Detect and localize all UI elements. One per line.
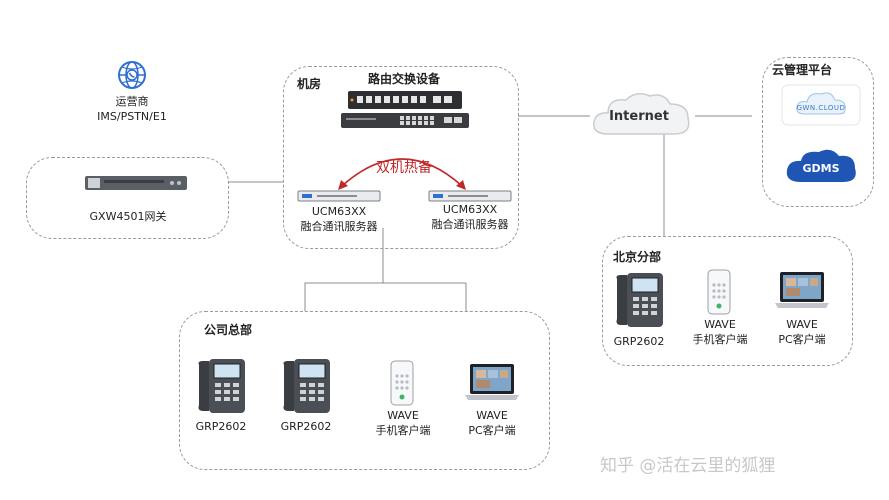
server-1-desc: 融合通讯服务器 bbox=[300, 220, 378, 233]
gateway-label: GXW4501网关 bbox=[89, 210, 167, 223]
router-device-icon bbox=[341, 113, 469, 128]
machine-room-zone bbox=[283, 66, 519, 249]
globe-telecom-icon bbox=[118, 61, 146, 89]
internet-label: Internet bbox=[609, 109, 669, 124]
server-1-model: UCM63XX bbox=[311, 205, 367, 218]
mobile-phone-icon bbox=[390, 360, 414, 406]
ip-phone-icon bbox=[283, 359, 330, 413]
server-2-model: UCM63XX bbox=[442, 203, 498, 216]
machine-room-title: 机房 bbox=[297, 77, 322, 91]
beijing-device-2-line2: 手机客户端 bbox=[692, 333, 748, 346]
gateway-zone bbox=[26, 157, 229, 239]
hot-standby-arc bbox=[341, 158, 463, 187]
gwn-cloud-logo-icon bbox=[781, 84, 861, 126]
ip-phone-icon bbox=[198, 359, 245, 413]
hq-zone bbox=[179, 311, 550, 470]
beijing-device-2-line1: WAVE bbox=[704, 318, 736, 331]
arc-arrow-right-icon bbox=[456, 180, 466, 190]
beijing-title: 北京分部 bbox=[613, 250, 662, 264]
cloud-platform-zone bbox=[762, 57, 874, 207]
hq-device-3-line2: 手机客户端 bbox=[375, 424, 431, 437]
hot-standby-label: 双机热备 bbox=[376, 160, 432, 176]
beijing-device-1-label: GRP2602 bbox=[613, 335, 665, 348]
switch-device-icon bbox=[348, 91, 462, 109]
gwn-cloud-logo-text: GWN.CLOUD bbox=[796, 104, 846, 112]
watermark: 知乎 @活在云里的狐狸 bbox=[600, 456, 776, 476]
beijing-device-3-line1: WAVE bbox=[786, 318, 818, 331]
laptop-icon bbox=[465, 364, 519, 400]
carrier-title: 运营商 bbox=[115, 95, 149, 108]
carrier-subtitle: IMS/PSTN/E1 bbox=[97, 110, 167, 123]
routing-label: 路由交换设备 bbox=[367, 72, 441, 86]
gdms-logo-icon bbox=[786, 149, 856, 182]
hq-device-3-line1: WAVE bbox=[387, 409, 419, 422]
beijing-device-3-line2: PC客户端 bbox=[778, 333, 826, 346]
beijing-zone bbox=[602, 236, 853, 366]
cloud-platform-title: 云管理平台 bbox=[772, 63, 833, 77]
hq-device-1-label: GRP2602 bbox=[195, 420, 247, 433]
hq-device-4-line1: WAVE bbox=[476, 409, 508, 422]
hq-device-4-line2: PC客户端 bbox=[468, 424, 516, 437]
server-2-desc: 融合通讯服务器 bbox=[431, 218, 509, 231]
ucm-server-icon bbox=[428, 190, 512, 202]
hq-title: 公司总部 bbox=[204, 323, 253, 337]
line-room-hq bbox=[304, 228, 384, 311]
gdms-logo-text: GDMS bbox=[802, 162, 840, 175]
arc-arrow-left-icon bbox=[338, 180, 348, 190]
internet-cloud-icon bbox=[593, 93, 690, 135]
ip-phone-icon bbox=[616, 273, 663, 327]
ucm-server-icon bbox=[297, 190, 381, 202]
gateway-device-icon bbox=[85, 176, 187, 190]
laptop-icon bbox=[775, 272, 829, 308]
mobile-phone-icon bbox=[707, 269, 731, 315]
hq-device-2-label: GRP2602 bbox=[280, 420, 332, 433]
